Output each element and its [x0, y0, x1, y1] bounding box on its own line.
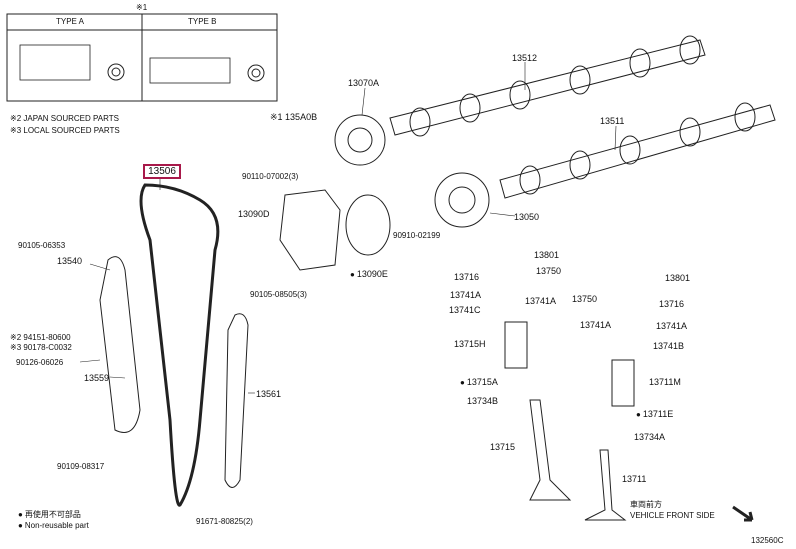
part-90910-label[interactable]: 90910-02199: [393, 231, 441, 240]
part-91671-label[interactable]: 91671-80825(2): [196, 517, 253, 526]
type-b-label: TYPE B: [188, 17, 217, 26]
tensioner-arm-13559-drawing: [99, 256, 141, 433]
part-13716-label[interactable]: 13716: [454, 272, 480, 282]
valve-13715-drawing: [529, 399, 572, 501]
part-94151-label[interactable]: ※2 94151-80600: [10, 333, 71, 342]
part-13741c-label[interactable]: 13741C: [449, 305, 481, 315]
camshaft-13511-drawing: [499, 102, 776, 199]
part-13715h-label[interactable]: 13715H: [454, 339, 486, 349]
part-13734a-label[interactable]: 13734A: [634, 432, 666, 442]
valve-13711-drawing: [584, 449, 627, 521]
part-13801-label[interactable]: 13801: [534, 250, 560, 260]
part-13090e-label[interactable]: 13090E: [350, 269, 388, 280]
camshaft-13512-drawing: [389, 35, 706, 137]
legend-nonreusable: Non-reusable part: [18, 521, 89, 531]
oring-13090E-drawing: [345, 194, 391, 256]
part-13090d-label[interactable]: 13090D: [238, 209, 270, 219]
part-13511-label[interactable]: 13511: [600, 116, 625, 126]
note-mark: ※1: [136, 3, 148, 12]
part-13741a-label-2[interactable]: 13741A: [525, 296, 557, 306]
part-13716b-label[interactable]: 13716: [659, 299, 685, 309]
part-13715a-label[interactable]: 13715A: [460, 377, 498, 388]
part-13801b-label[interactable]: 13801: [665, 273, 691, 283]
part-13734b-label[interactable]: 13734B: [467, 396, 499, 406]
figure-id: 132560C: [751, 536, 784, 545]
housing-13090D-drawing: [279, 189, 341, 271]
part-13559-label[interactable]: 13559: [84, 373, 110, 383]
part-90109-label[interactable]: 90109-08317: [57, 462, 105, 471]
note-local-sourced: ※3 LOCAL SOURCED PARTS: [10, 126, 120, 135]
part-13750b-label[interactable]: 13750: [572, 294, 598, 304]
leader-lines: [79, 62, 617, 394]
type-legend-box: [6, 13, 278, 102]
direction-arrow-icon: [732, 505, 754, 522]
direction-jp: 車両前方: [630, 500, 662, 509]
part-13561-label[interactable]: 13561: [256, 389, 282, 399]
part-90126-label[interactable]: 90126-06026: [16, 358, 64, 367]
part-135a0b-label[interactable]: ※1 135A0B: [270, 112, 318, 122]
part-13741a-label[interactable]: 13741A: [450, 290, 482, 300]
spring-13711M-drawing: [611, 359, 635, 407]
part-13750-label[interactable]: 13750: [536, 266, 562, 276]
part-13070a-label[interactable]: 13070A: [348, 78, 380, 88]
part-13711m-label[interactable]: 13711M: [649, 377, 681, 387]
part-13741a-label-4[interactable]: 13741A: [656, 321, 688, 331]
part-90110-label[interactable]: 90110-07002(3): [242, 172, 299, 181]
part-13741a-label-3[interactable]: 13741A: [580, 320, 612, 330]
part-13050-label[interactable]: 13050: [514, 212, 540, 222]
direction-label: VEHICLE FRONT SIDE: [630, 511, 715, 520]
part-13711e-label[interactable]: 13711E: [636, 409, 673, 420]
chain-guide-13561-drawing: [224, 313, 249, 488]
timing-chain-drawing: [139, 183, 220, 507]
part-13741b-label[interactable]: 13741B: [653, 341, 685, 351]
part-13506-highlight[interactable]: 13506: [143, 164, 181, 179]
legend-nonreusable-jp: 再使用不可部品: [18, 510, 81, 520]
spring-13715H-drawing: [504, 321, 528, 369]
vvt-gear-13050-drawing: [434, 172, 490, 228]
part-13715-label[interactable]: 13715: [490, 442, 516, 452]
part-13711-label[interactable]: 13711: [622, 474, 647, 484]
note-japan-sourced: ※2 JAPAN SOURCED PARTS: [10, 114, 119, 123]
part-90178-label[interactable]: ※3 90178-C0032: [10, 343, 72, 352]
type-a-label: TYPE A: [56, 17, 85, 26]
part-90105-08505-label[interactable]: 90105-08505(3): [250, 290, 307, 299]
part-13540-label[interactable]: 13540: [57, 256, 83, 266]
part-90105-06353-label[interactable]: 90105-06353: [18, 241, 66, 250]
vvt-gear-13070A-drawing: [334, 114, 386, 166]
part-13512-label[interactable]: 13512: [512, 53, 538, 63]
